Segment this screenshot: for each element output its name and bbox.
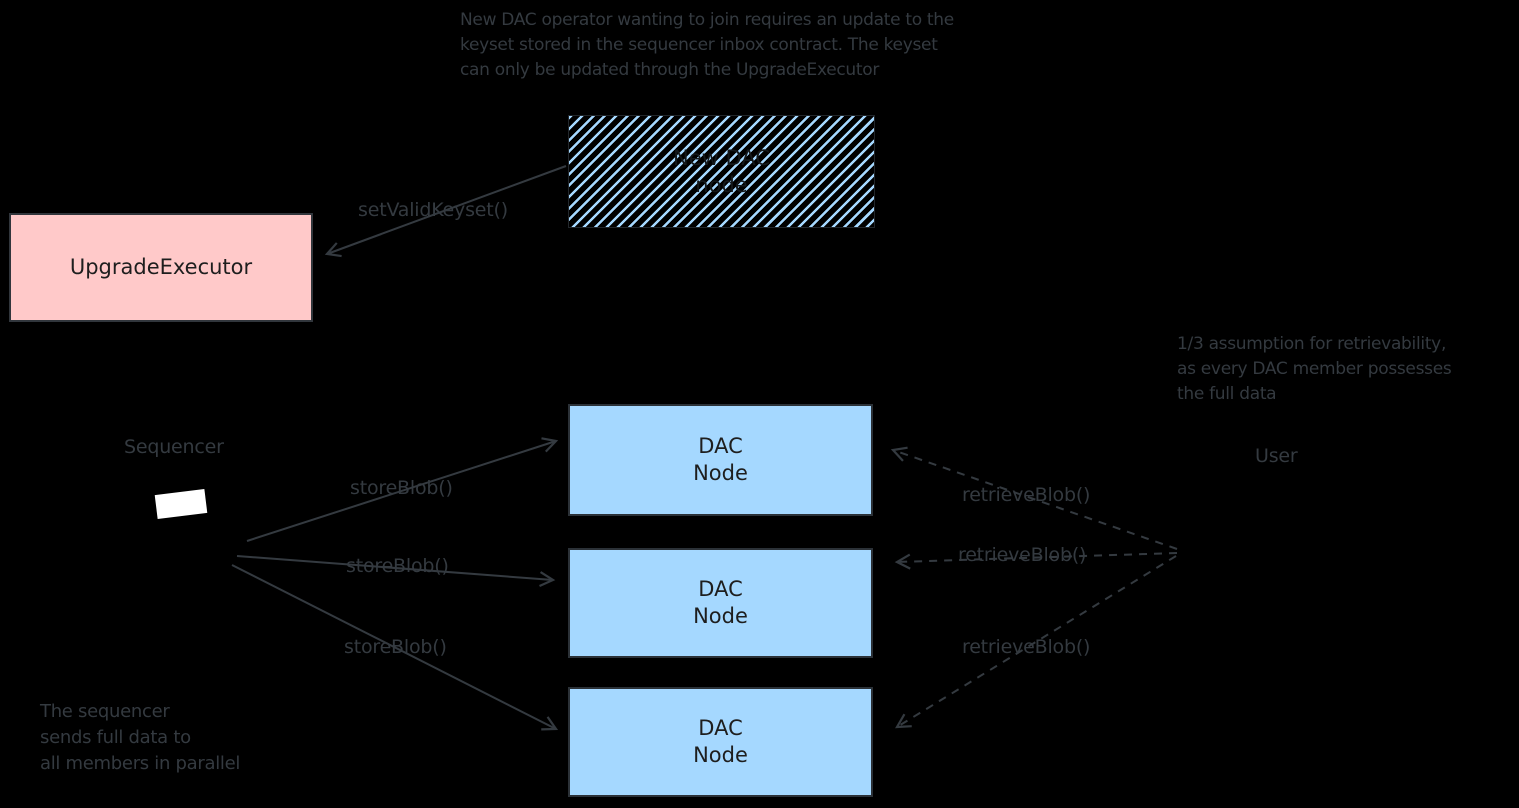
label-set-valid-keyset: setValidKeyset() <box>358 199 508 221</box>
label-retrieve-blob-3: retrieveBlob() <box>962 636 1091 658</box>
dac-node-label-line: DAC <box>698 716 743 740</box>
dac-node-box-1: DAC Node <box>568 404 873 516</box>
assumption-note-line: 1/3 assumption for retrievability, <box>1177 334 1447 354</box>
new-dac-node-label-line: New DAC <box>673 145 770 170</box>
assumption-note: 1/3 assumption for retrievability, as ev… <box>1177 332 1452 407</box>
keyset-note-line: keyset stored in the sequencer inbox con… <box>460 35 938 55</box>
dac-node-label-line: Node <box>693 461 748 485</box>
dac-node-box-2: DAC Node <box>568 548 873 658</box>
dac-node-label-line: Node <box>693 604 748 628</box>
keyset-note-line: can only be updated through the UpgradeE… <box>460 60 880 80</box>
sequencer-icon <box>154 489 208 519</box>
label-retrieve-blob-2: retrieveBlob() <box>958 544 1087 566</box>
label-store-blob-1: storeBlob() <box>350 477 453 499</box>
upgrade-executor-label: UpgradeExecutor <box>69 255 253 279</box>
assumption-note-line: as every DAC member possesses <box>1177 359 1452 379</box>
parallel-note-line: The sequencer <box>40 701 170 722</box>
dac-node-label-line: DAC <box>698 434 743 458</box>
parallel-note: The sequencer sends full data to all mem… <box>40 699 240 777</box>
keyset-note: New DAC operator wanting to join require… <box>460 8 954 83</box>
dac-node-label-line: Node <box>693 743 748 767</box>
label-store-blob-2: storeBlob() <box>346 555 449 577</box>
new-dac-node-box: New DAC node <box>568 115 875 228</box>
user-label: User <box>1255 445 1298 467</box>
keyset-note-line: New DAC operator wanting to join require… <box>460 10 954 30</box>
parallel-note-line: all members in parallel <box>40 753 241 774</box>
new-dac-node-label-line: node <box>695 172 748 197</box>
label-retrieve-blob-1: retrieveBlob() <box>962 484 1091 506</box>
dac-node-label-line: DAC <box>698 577 743 601</box>
dac-node-box-3: DAC Node <box>568 687 873 797</box>
assumption-note-line: the full data <box>1177 384 1277 404</box>
label-store-blob-3: storeBlob() <box>344 636 447 658</box>
sequencer-label: Sequencer <box>124 436 224 458</box>
upgrade-executor-box: UpgradeExecutor <box>9 213 313 322</box>
parallel-note-line: sends full data to <box>40 727 191 748</box>
